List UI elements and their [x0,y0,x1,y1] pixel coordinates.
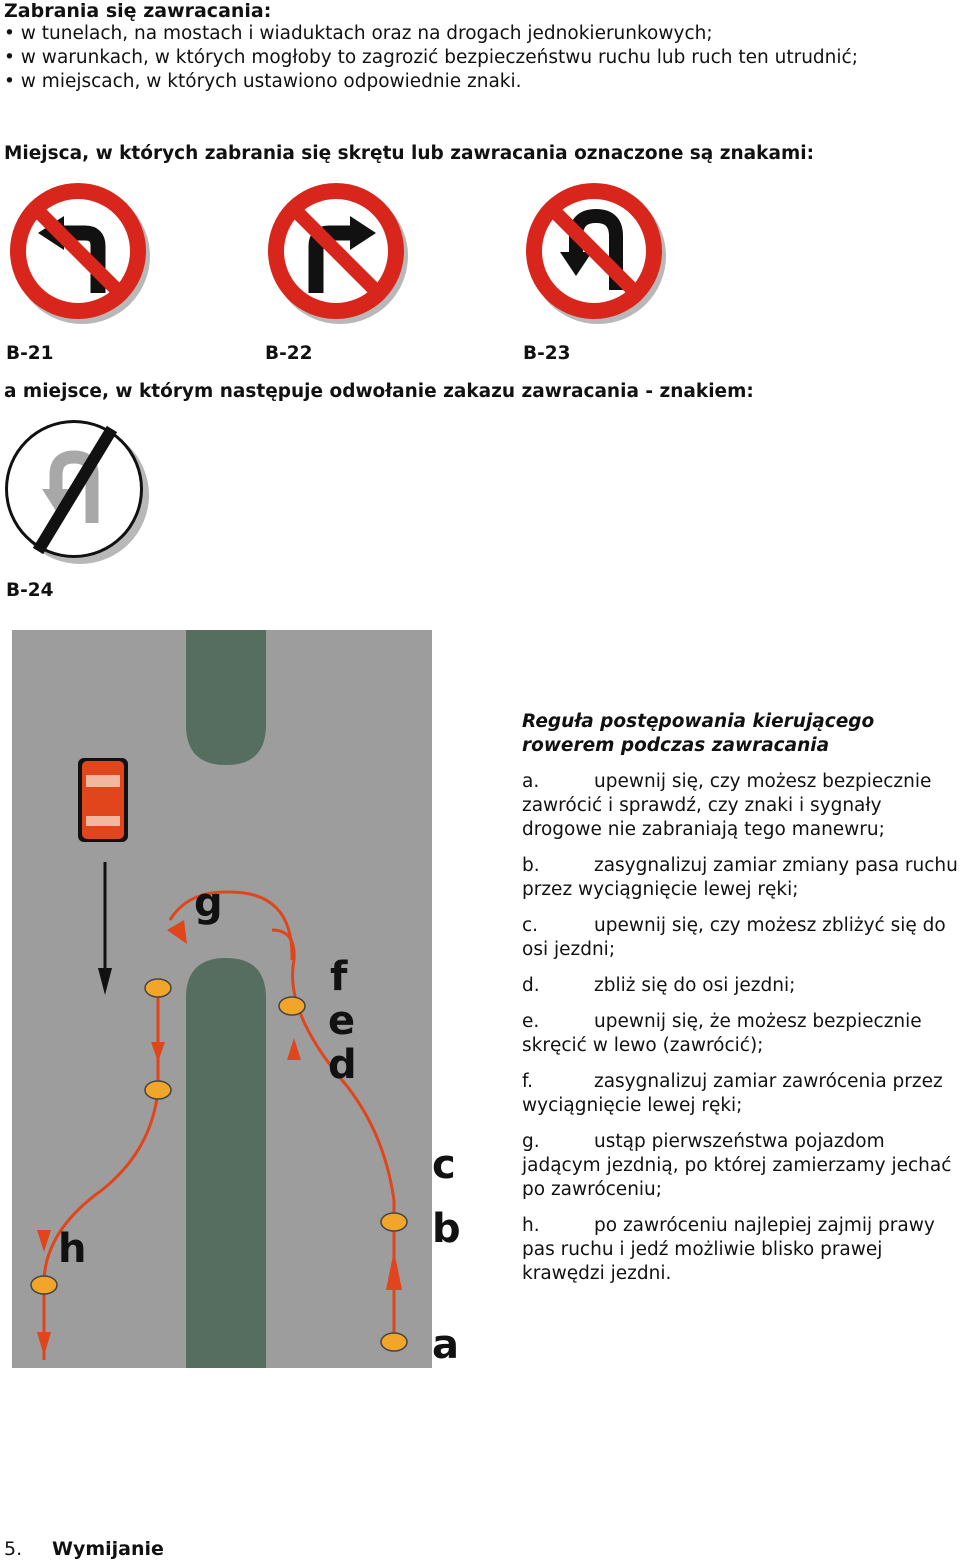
sign-code: B-24 [6,580,54,601]
diagram-letter-h: h [58,1226,86,1272]
median-strip-top [186,630,266,765]
bullet-item: • w miejscach, w których ustawiono odpow… [4,71,522,92]
page-heading: Zabrania się zawracania: [4,0,272,22]
diagram-letter-f: f [330,954,348,1000]
rule-text: upewnij się, czy możesz bezpiecznie zawr… [522,771,932,840]
rule-letter: e. [522,1011,540,1032]
bullet-item: • w tunelach, na mostach i wiaduktach or… [4,23,713,44]
diagram-letter-d: d [328,1042,357,1088]
rule-letter: b. [522,855,540,876]
path-arrows [37,920,402,1356]
rule-text: po zawróceniu najlepiej zajmij prawy pas… [522,1215,935,1284]
diagram-letter-b: b [432,1206,461,1252]
u-turn-diagram: a b c d e f g h [12,630,461,1368]
bullet-item: • w warunkach, w których mogłoby to zagr… [4,47,858,68]
bullet-text: w miejscach, w których ustawiono odpowie… [20,71,522,92]
diagram-letter-c: c [432,1142,456,1188]
rule-text: ustąp pierwszeństwa pojazdom jadącym jez… [522,1131,952,1200]
rule-item: g.ustąp pierwszeństwa pojazdom jadącym j… [522,1130,960,1202]
rule-letter: h. [522,1215,540,1236]
revoke-intro: a miejsce, w którym następuje odwołanie … [4,381,754,402]
diagram-letter-g: g [194,880,223,926]
median-strip-bottom [186,958,266,1368]
rider-markers [30,978,408,1352]
no-right-turn-sign [268,183,408,324]
rule-item: d. zbliż się do osi jezdni; [522,974,960,998]
diagram-letter-a: a [432,1322,459,1368]
section-title: Wymijanie [52,1538,164,1560]
sign-code: B-21 [6,343,54,364]
rule-letter: c. [522,915,539,936]
bullet-text: w tunelach, na mostach i wiaduktach oraz… [20,23,713,44]
car-icon [78,758,128,842]
rule-item: c.upewnij się, czy możesz zbliżyć się do… [522,914,960,962]
rule-letter: f. [522,1071,534,1092]
signs-intro: Miejsca, w których zabrania się skrętu l… [4,143,814,164]
rule-text: zasygnalizuj zamiar zmiany pasa ruchu pr… [522,855,958,900]
rule-item: a.upewnij się, czy możesz bezpiecznie za… [522,770,960,842]
sign-code: B-22 [265,343,313,364]
sign-code: B-23 [523,343,571,364]
rule-item: e.upewnij się, że możesz bezpiecznie skr… [522,1010,960,1058]
bullet-text: w warunkach, w których mogłoby to zagroz… [20,47,858,68]
section-number: 5. [4,1538,23,1560]
rule-text: zasygnalizuj zamiar zawrócenia przez wyc… [522,1071,943,1116]
rule-letter: g. [522,1131,540,1152]
rule-letter: a. [522,771,540,792]
rule-letter: d. [522,975,540,996]
rule-text: upewnij się, czy możesz zbliżyć się do o… [522,915,946,960]
no-u-turn-sign [526,183,666,324]
no-left-turn-sign [10,183,150,324]
rule-item: h.po zawróceniu najlepiej zajmij prawy p… [522,1214,960,1286]
rule-text: zbliż się do osi jezdni; [594,975,796,996]
rule-item: b.zasygnalizuj zamiar zmiany pasa ruchu … [522,854,960,902]
diagram-letter-e: e [328,998,355,1044]
end-of-no-u-turn-sign [5,420,149,564]
rule-title: Reguła postępowania kierującego rowerem … [522,711,875,756]
rule-item: f.zasygnalizuj zamiar zawrócenia przez w… [522,1070,960,1118]
rider-path [42,890,396,1360]
rule-text: upewnij się, że możesz bezpiecznie skręc… [522,1011,922,1056]
